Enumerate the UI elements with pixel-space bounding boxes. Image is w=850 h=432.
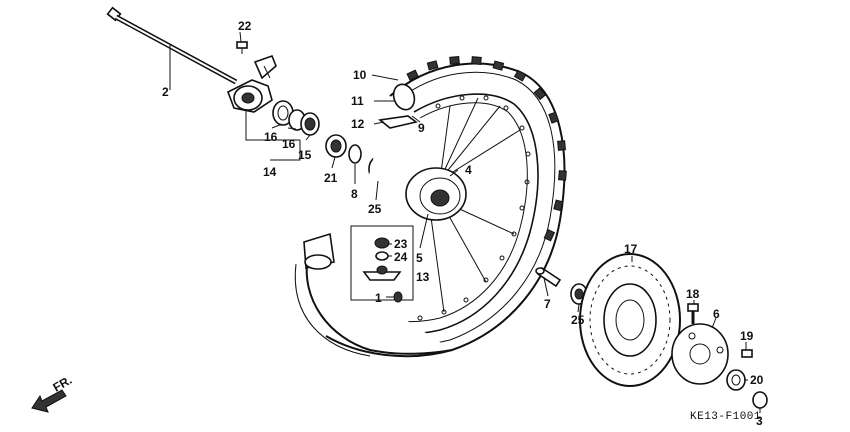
callout-4: 4 bbox=[465, 163, 472, 177]
bolt-22 bbox=[236, 41, 248, 54]
diagram-code: KE13-F1001 bbox=[690, 411, 761, 423]
brake-disc bbox=[579, 253, 681, 387]
callout-25a: 25 bbox=[368, 202, 382, 216]
tube-and-valve bbox=[378, 83, 418, 129]
callout-14: 14 bbox=[263, 165, 277, 179]
callout-13: 13 bbox=[416, 270, 430, 284]
ring-8 bbox=[348, 144, 362, 164]
callout-16b: 16 bbox=[282, 137, 296, 151]
callout-24: 24 bbox=[394, 250, 408, 264]
callout-20: 20 bbox=[750, 373, 764, 387]
callout-17: 17 bbox=[624, 242, 638, 256]
callout-7: 7 bbox=[544, 297, 551, 311]
speedometer-gearbox bbox=[226, 54, 277, 113]
callout-labels: 22 2 10 11 12 9 4 16 16 15 14 21 8 25 23… bbox=[162, 19, 764, 428]
callout-12: 12 bbox=[351, 117, 365, 131]
callout-6: 6 bbox=[713, 307, 720, 321]
seal-20 bbox=[726, 369, 746, 391]
callout-22: 22 bbox=[238, 19, 252, 33]
bolt-18 bbox=[687, 303, 699, 324]
callout-3: 3 bbox=[756, 414, 763, 428]
collar-7 bbox=[535, 266, 562, 288]
callout-2: 2 bbox=[162, 85, 169, 99]
retainer-rings bbox=[272, 100, 320, 136]
callout-18: 18 bbox=[686, 287, 700, 301]
callout-9: 9 bbox=[418, 121, 425, 135]
callout-21: 21 bbox=[324, 171, 338, 185]
callout-8: 8 bbox=[351, 187, 358, 201]
front-wheel bbox=[294, 56, 567, 358]
callout-5: 5 bbox=[416, 251, 423, 265]
callout-1: 1 bbox=[375, 291, 382, 305]
leader-lines bbox=[169, 31, 761, 413]
callout-19: 19 bbox=[740, 329, 754, 343]
direction-label: FR. bbox=[51, 373, 75, 395]
bearing-21 bbox=[325, 134, 347, 158]
callout-25b: 25 bbox=[571, 313, 585, 327]
callout-23: 23 bbox=[394, 237, 408, 251]
axle bbox=[106, 6, 238, 85]
bolt-19 bbox=[741, 349, 753, 358]
callout-10: 10 bbox=[353, 68, 367, 82]
callout-16a: 16 bbox=[264, 130, 278, 144]
callout-15: 15 bbox=[298, 148, 312, 162]
callout-11: 11 bbox=[351, 94, 364, 108]
front-direction-arrow: FR. bbox=[31, 373, 75, 413]
nipple-set bbox=[350, 225, 414, 303]
disc-cover bbox=[671, 323, 729, 385]
collar-3 bbox=[752, 391, 768, 409]
